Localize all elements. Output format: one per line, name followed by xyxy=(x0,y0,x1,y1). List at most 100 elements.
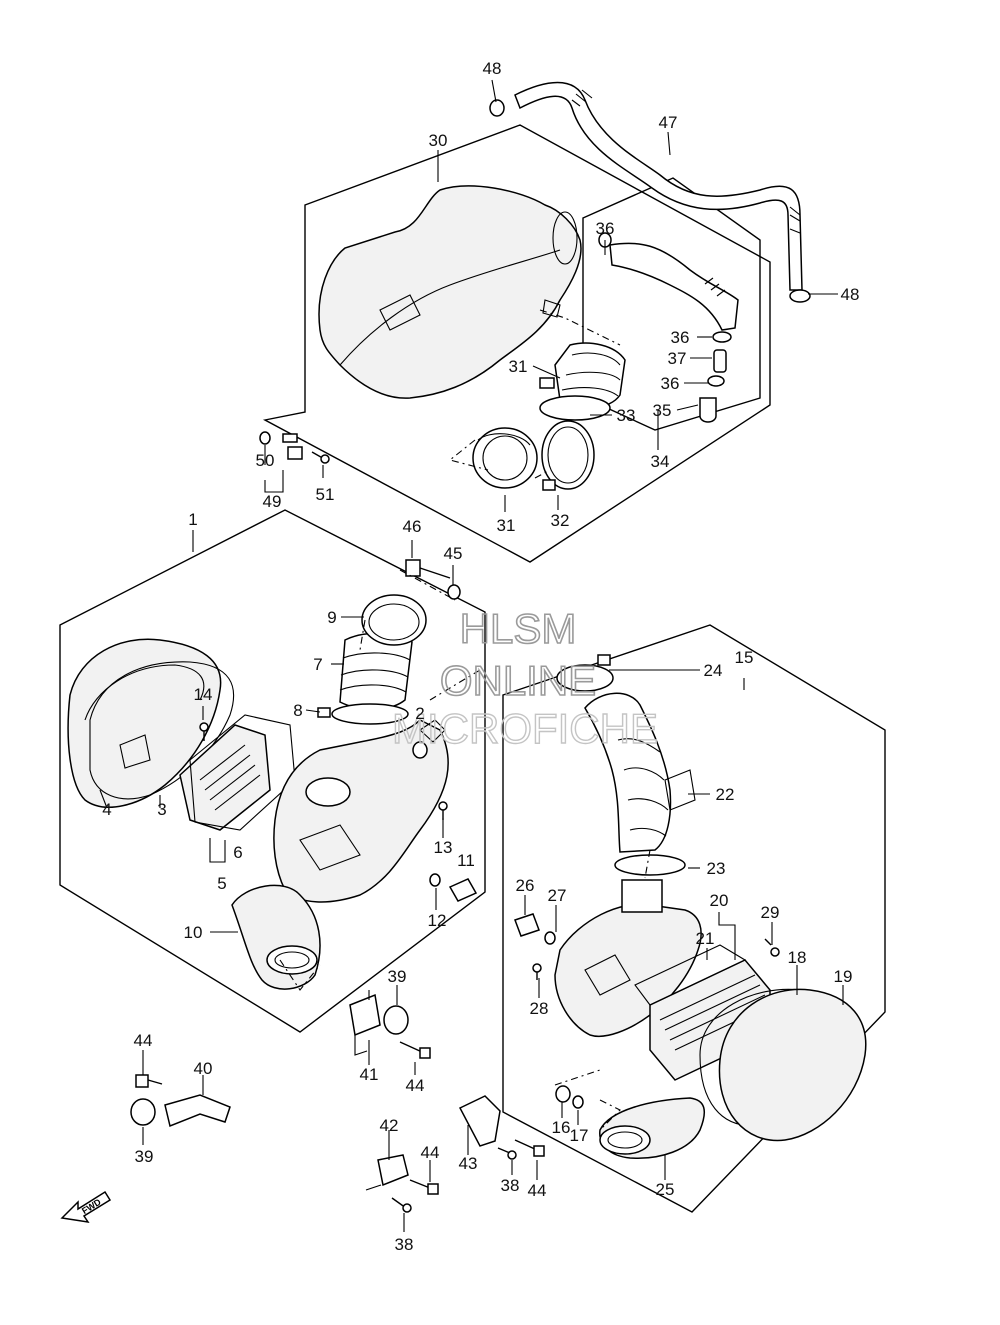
callout-35: 35 xyxy=(653,401,672,420)
grommet-39-a xyxy=(383,1005,409,1035)
duct-10 xyxy=(231,884,321,990)
callout-24: 24 xyxy=(704,661,723,680)
callout-23: 23 xyxy=(707,859,726,878)
callout-3: 3 xyxy=(157,800,166,819)
callout-44-d: 44 xyxy=(528,1181,547,1200)
callout-42: 42 xyxy=(380,1116,399,1135)
duct-25 xyxy=(599,1097,706,1159)
callout-41: 41 xyxy=(360,1065,379,1084)
duct-31-lower xyxy=(472,427,538,489)
callout-2: 2 xyxy=(415,704,424,723)
bolt-44-c xyxy=(409,1179,439,1195)
callout-17: 17 xyxy=(570,1126,589,1145)
frame-21 xyxy=(634,944,747,1006)
callout-4: 4 xyxy=(102,800,111,819)
collar-49 xyxy=(282,433,303,460)
callout-33: 33 xyxy=(617,406,636,425)
duct-22 xyxy=(584,692,696,853)
callout-31-upper: 31 xyxy=(509,357,528,376)
callout-27: 27 xyxy=(548,886,567,905)
callout-1: 1 xyxy=(188,510,197,529)
bolt-38-a xyxy=(391,1197,412,1213)
screw-28 xyxy=(532,963,542,980)
callout-12: 12 xyxy=(428,911,447,930)
callout-48-top: 48 xyxy=(483,59,502,78)
screw-14 xyxy=(199,722,209,741)
callout-44-a: 44 xyxy=(134,1031,153,1050)
bolt-46 xyxy=(405,559,451,579)
callout-7: 7 xyxy=(313,655,322,674)
callout-39-a: 39 xyxy=(388,967,407,986)
callout-labels: 48 47 30 36 48 36 37 31 36 35 33 50 34 5… xyxy=(102,59,859,1254)
group-box-30 xyxy=(262,124,771,563)
callout-21: 21 xyxy=(696,929,715,948)
callout-19: 19 xyxy=(834,967,853,986)
callout-39-b: 39 xyxy=(135,1147,154,1166)
bracket-43 xyxy=(458,1095,501,1147)
ring-9 xyxy=(361,594,427,646)
clip-12 xyxy=(429,873,441,887)
clamp-8 xyxy=(317,703,409,725)
leader-lines xyxy=(99,79,844,1232)
callout-40: 40 xyxy=(194,1059,213,1078)
watermark-line3: MICROFICHE xyxy=(392,705,658,752)
callout-43: 43 xyxy=(459,1154,478,1173)
callout-50: 50 xyxy=(256,451,275,470)
callout-13: 13 xyxy=(434,838,453,857)
callout-36-c: 36 xyxy=(661,374,680,393)
callout-22: 22 xyxy=(716,785,735,804)
ring-32 xyxy=(541,420,595,491)
grommet-50 xyxy=(259,431,271,445)
clamp-36-b xyxy=(712,331,732,343)
callout-38-a: 38 xyxy=(501,1176,520,1195)
callout-6: 6 xyxy=(233,843,242,862)
dashed-alignment-lines xyxy=(279,309,651,1131)
bolt-44-b xyxy=(135,1074,163,1088)
callout-14: 14 xyxy=(194,685,213,704)
seal-3 xyxy=(89,661,235,800)
callout-47: 47 xyxy=(659,113,678,132)
clip-27 xyxy=(544,931,556,945)
grommet-39-b xyxy=(130,1098,156,1126)
callout-10: 10 xyxy=(184,923,203,942)
grommet-16 xyxy=(555,1085,571,1103)
clamp-33 xyxy=(539,377,611,421)
cap-11 xyxy=(448,878,478,902)
cap-35 xyxy=(699,397,717,423)
fwd-arrow-icon: FWD xyxy=(60,1190,112,1224)
callout-16: 16 xyxy=(552,1118,571,1137)
callout-46: 46 xyxy=(403,517,422,536)
clamp-48-top xyxy=(489,99,505,117)
watermark-line2: ONLINE xyxy=(440,657,596,704)
callout-5: 5 xyxy=(217,874,226,893)
callout-25: 25 xyxy=(656,1180,675,1199)
air-cleaner-case-30 xyxy=(318,185,582,399)
clamp-48-right xyxy=(789,289,811,303)
callout-20: 20 xyxy=(710,891,729,910)
screw-51 xyxy=(311,451,330,464)
callout-9: 9 xyxy=(327,608,336,627)
clamp-24 xyxy=(556,654,614,692)
callout-38-b: 38 xyxy=(395,1235,414,1254)
callout-34: 34 xyxy=(651,452,670,471)
callout-37: 37 xyxy=(668,349,687,368)
callout-48-right: 48 xyxy=(841,285,860,304)
hose-34 xyxy=(609,242,739,331)
bolt-38-b xyxy=(497,1147,517,1160)
callout-8: 8 xyxy=(293,701,302,720)
bolt-44-a xyxy=(399,1041,431,1059)
callout-36-b: 36 xyxy=(671,328,690,347)
group-box-15 xyxy=(502,624,886,1213)
callout-51: 51 xyxy=(316,485,335,504)
bolt-44-d xyxy=(514,1139,545,1157)
callout-49: 49 xyxy=(263,492,282,511)
bracket-40 xyxy=(164,1094,231,1128)
connector-37 xyxy=(713,349,727,373)
grommet-26 xyxy=(514,913,540,937)
callout-32: 32 xyxy=(551,511,570,530)
bracket-41 xyxy=(349,993,381,1056)
screw-13 xyxy=(438,801,448,820)
callout-28: 28 xyxy=(530,999,549,1018)
